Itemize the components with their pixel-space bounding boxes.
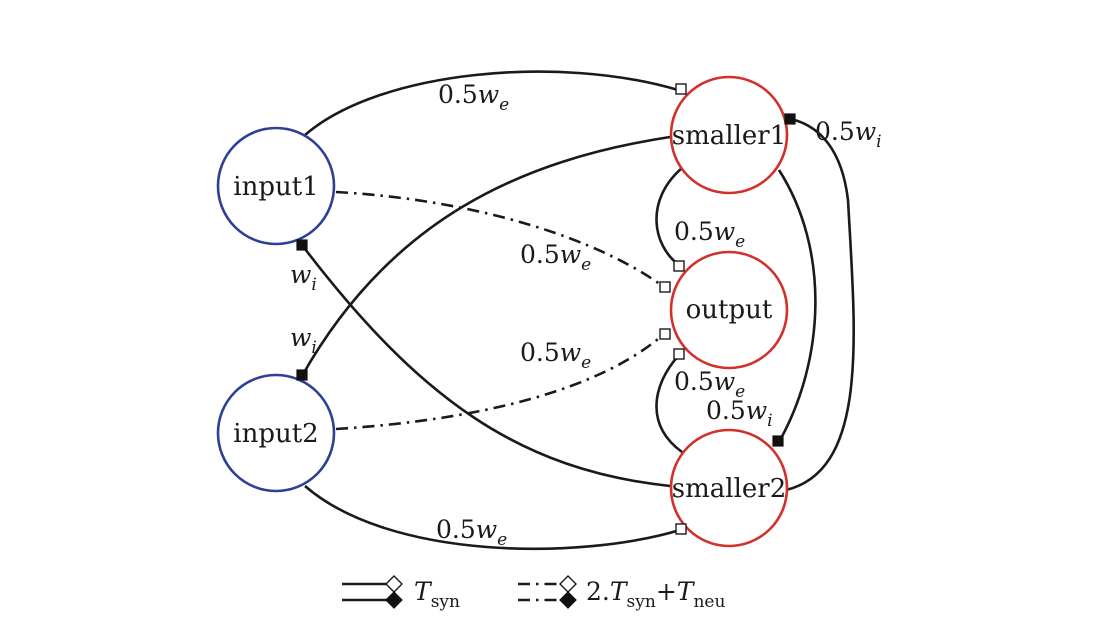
edge-input1-smaller1 — [304, 70, 679, 136]
edge-label-smaller2-input1: wi — [290, 260, 317, 295]
inhibitory-marker — [772, 435, 784, 447]
edge-label-input1-smaller1: 0.5we — [438, 80, 509, 115]
edge-label-smaller1-smaller2: 0.5wi — [706, 396, 773, 431]
edge-input1-output — [335, 190, 665, 289]
edge-input2-smaller2 — [304, 485, 681, 551]
legend: Tsyn 2.Tsyn+Tneu — [342, 575, 725, 612]
legend-solid-label: Tsyn — [414, 577, 460, 612]
edge-smaller2-input1 — [300, 244, 671, 488]
node-input1: input1 — [216, 126, 336, 246]
node-input2-circle — [216, 373, 336, 493]
legend-solid-symbol — [342, 575, 403, 609]
edge-smaller2-smaller1 — [785, 117, 855, 492]
edge-label-smaller2-output: 0.5we — [674, 367, 745, 402]
excitatory-marker — [659, 281, 671, 293]
node-input1-circle — [216, 126, 336, 246]
inhibitory-marker — [296, 239, 308, 251]
edge-label-smaller2-smaller1: 0.5wi — [815, 117, 882, 152]
node-output-label: output — [686, 295, 773, 325]
edge-smaller1-output — [655, 167, 683, 267]
node-output: output — [669, 250, 789, 370]
edge-label-input2-smaller2: 0.5we — [436, 515, 507, 550]
excitatory-marker — [675, 523, 687, 535]
node-input2-label: input2 — [233, 419, 318, 449]
excitatory-marker — [675, 83, 687, 95]
node-smaller1-label: smaller1 — [672, 121, 787, 151]
excitatory-marker — [673, 260, 685, 272]
node-input1-label: input1 — [233, 172, 318, 202]
excitatory-marker — [673, 348, 685, 360]
edge-label-smaller1-output: 0.5we — [674, 217, 745, 252]
legend-dashdot-label: 2.Tsyn+Tneu — [586, 577, 725, 612]
node-output-circle — [669, 250, 789, 370]
legend-dashdot-symbol — [518, 575, 577, 609]
node-input2: input2 — [216, 373, 336, 493]
inhibitory-marker — [784, 113, 796, 125]
node-smaller2: smaller2 — [669, 428, 789, 548]
edge-smaller1-smaller2 — [777, 169, 817, 443]
edge-smaller2-output — [655, 354, 683, 454]
excitatory-marker — [659, 328, 671, 340]
inhibitory-marker — [296, 369, 308, 381]
node-smaller1: smaller1 — [669, 75, 789, 195]
node-smaller2-label: smaller2 — [672, 474, 787, 504]
edge-input2-output — [335, 333, 665, 431]
edge-label-input1-output: 0.5we — [520, 240, 591, 275]
edge-label-input2-output: 0.5we — [520, 338, 591, 373]
edge-smaller1-input2 — [300, 135, 671, 377]
node-smaller1-circle — [669, 75, 789, 195]
node-smaller2-circle — [669, 428, 789, 548]
edge-label-smaller1-input2: wi — [290, 323, 317, 358]
